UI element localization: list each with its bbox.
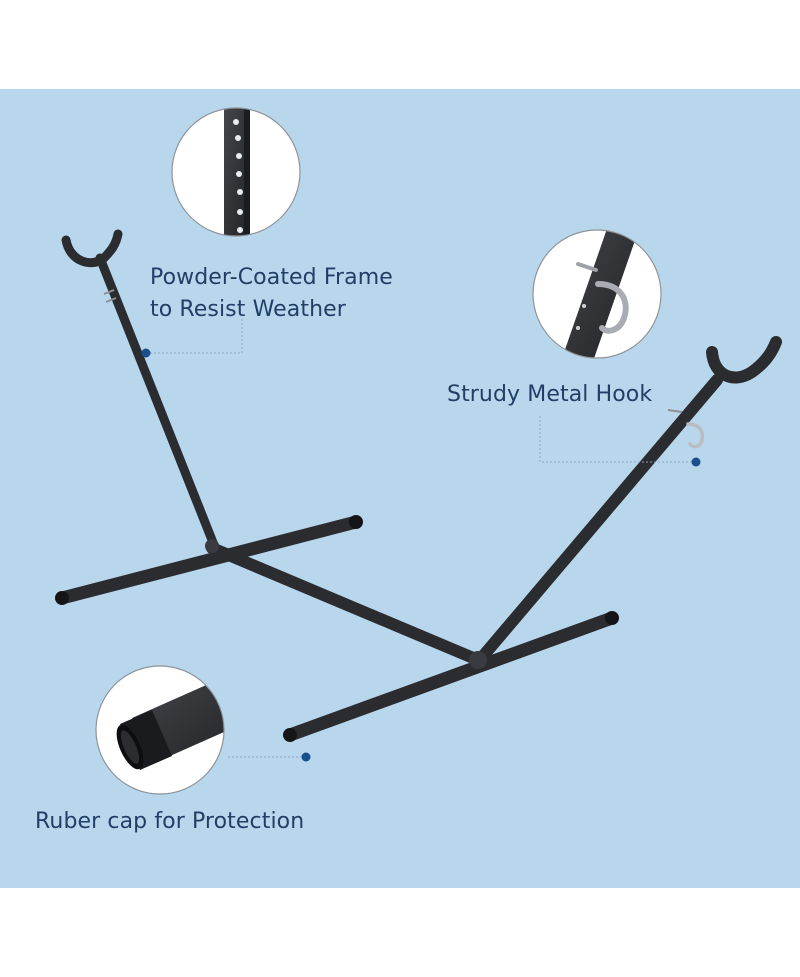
frame-callout-line2: to Resist Weather <box>150 297 346 322</box>
left-cradle-icon <box>61 229 123 267</box>
left-upright <box>95 253 219 550</box>
rubber-end-caps <box>55 515 619 742</box>
bottom-spine <box>206 542 484 666</box>
metal-hook-icon <box>686 422 705 449</box>
frame-callout-label: Powder-Coated Frame to Resist Weather <box>150 262 393 326</box>
cap-right-back <box>605 611 619 625</box>
cap-left-back <box>349 515 363 529</box>
cap-callout-label: Ruber cap for Protection <box>35 806 304 838</box>
cap-right-front <box>283 728 297 742</box>
right-cradle-icon <box>706 336 782 384</box>
hook-callout-text: Strudy Metal Hook <box>447 382 653 407</box>
left-base-bar <box>55 515 363 605</box>
hammock-stand-icon <box>55 253 723 742</box>
right-upright <box>472 374 723 668</box>
adjustment-screws <box>103 289 683 413</box>
leader-dots <box>141 348 701 762</box>
right-base-bar <box>283 611 619 742</box>
frame-callout-line1: Powder-Coated Frame <box>150 265 393 290</box>
hook-callout-label: Strudy Metal Hook <box>447 379 652 411</box>
zoom-frame-holes-icon <box>171 107 301 237</box>
dot-cap <box>301 752 311 762</box>
dot-hook <box>691 457 701 467</box>
dot-frame <box>141 348 151 358</box>
zoom-metal-hook-icon <box>532 229 662 359</box>
cap-left-front <box>55 591 69 605</box>
leader-lines <box>146 318 696 758</box>
cap-callout-text: Ruber cap for Protection <box>35 809 305 834</box>
right-joint <box>469 651 487 669</box>
zoom-rubber-cap-icon <box>95 665 225 795</box>
left-joint <box>205 539 219 553</box>
